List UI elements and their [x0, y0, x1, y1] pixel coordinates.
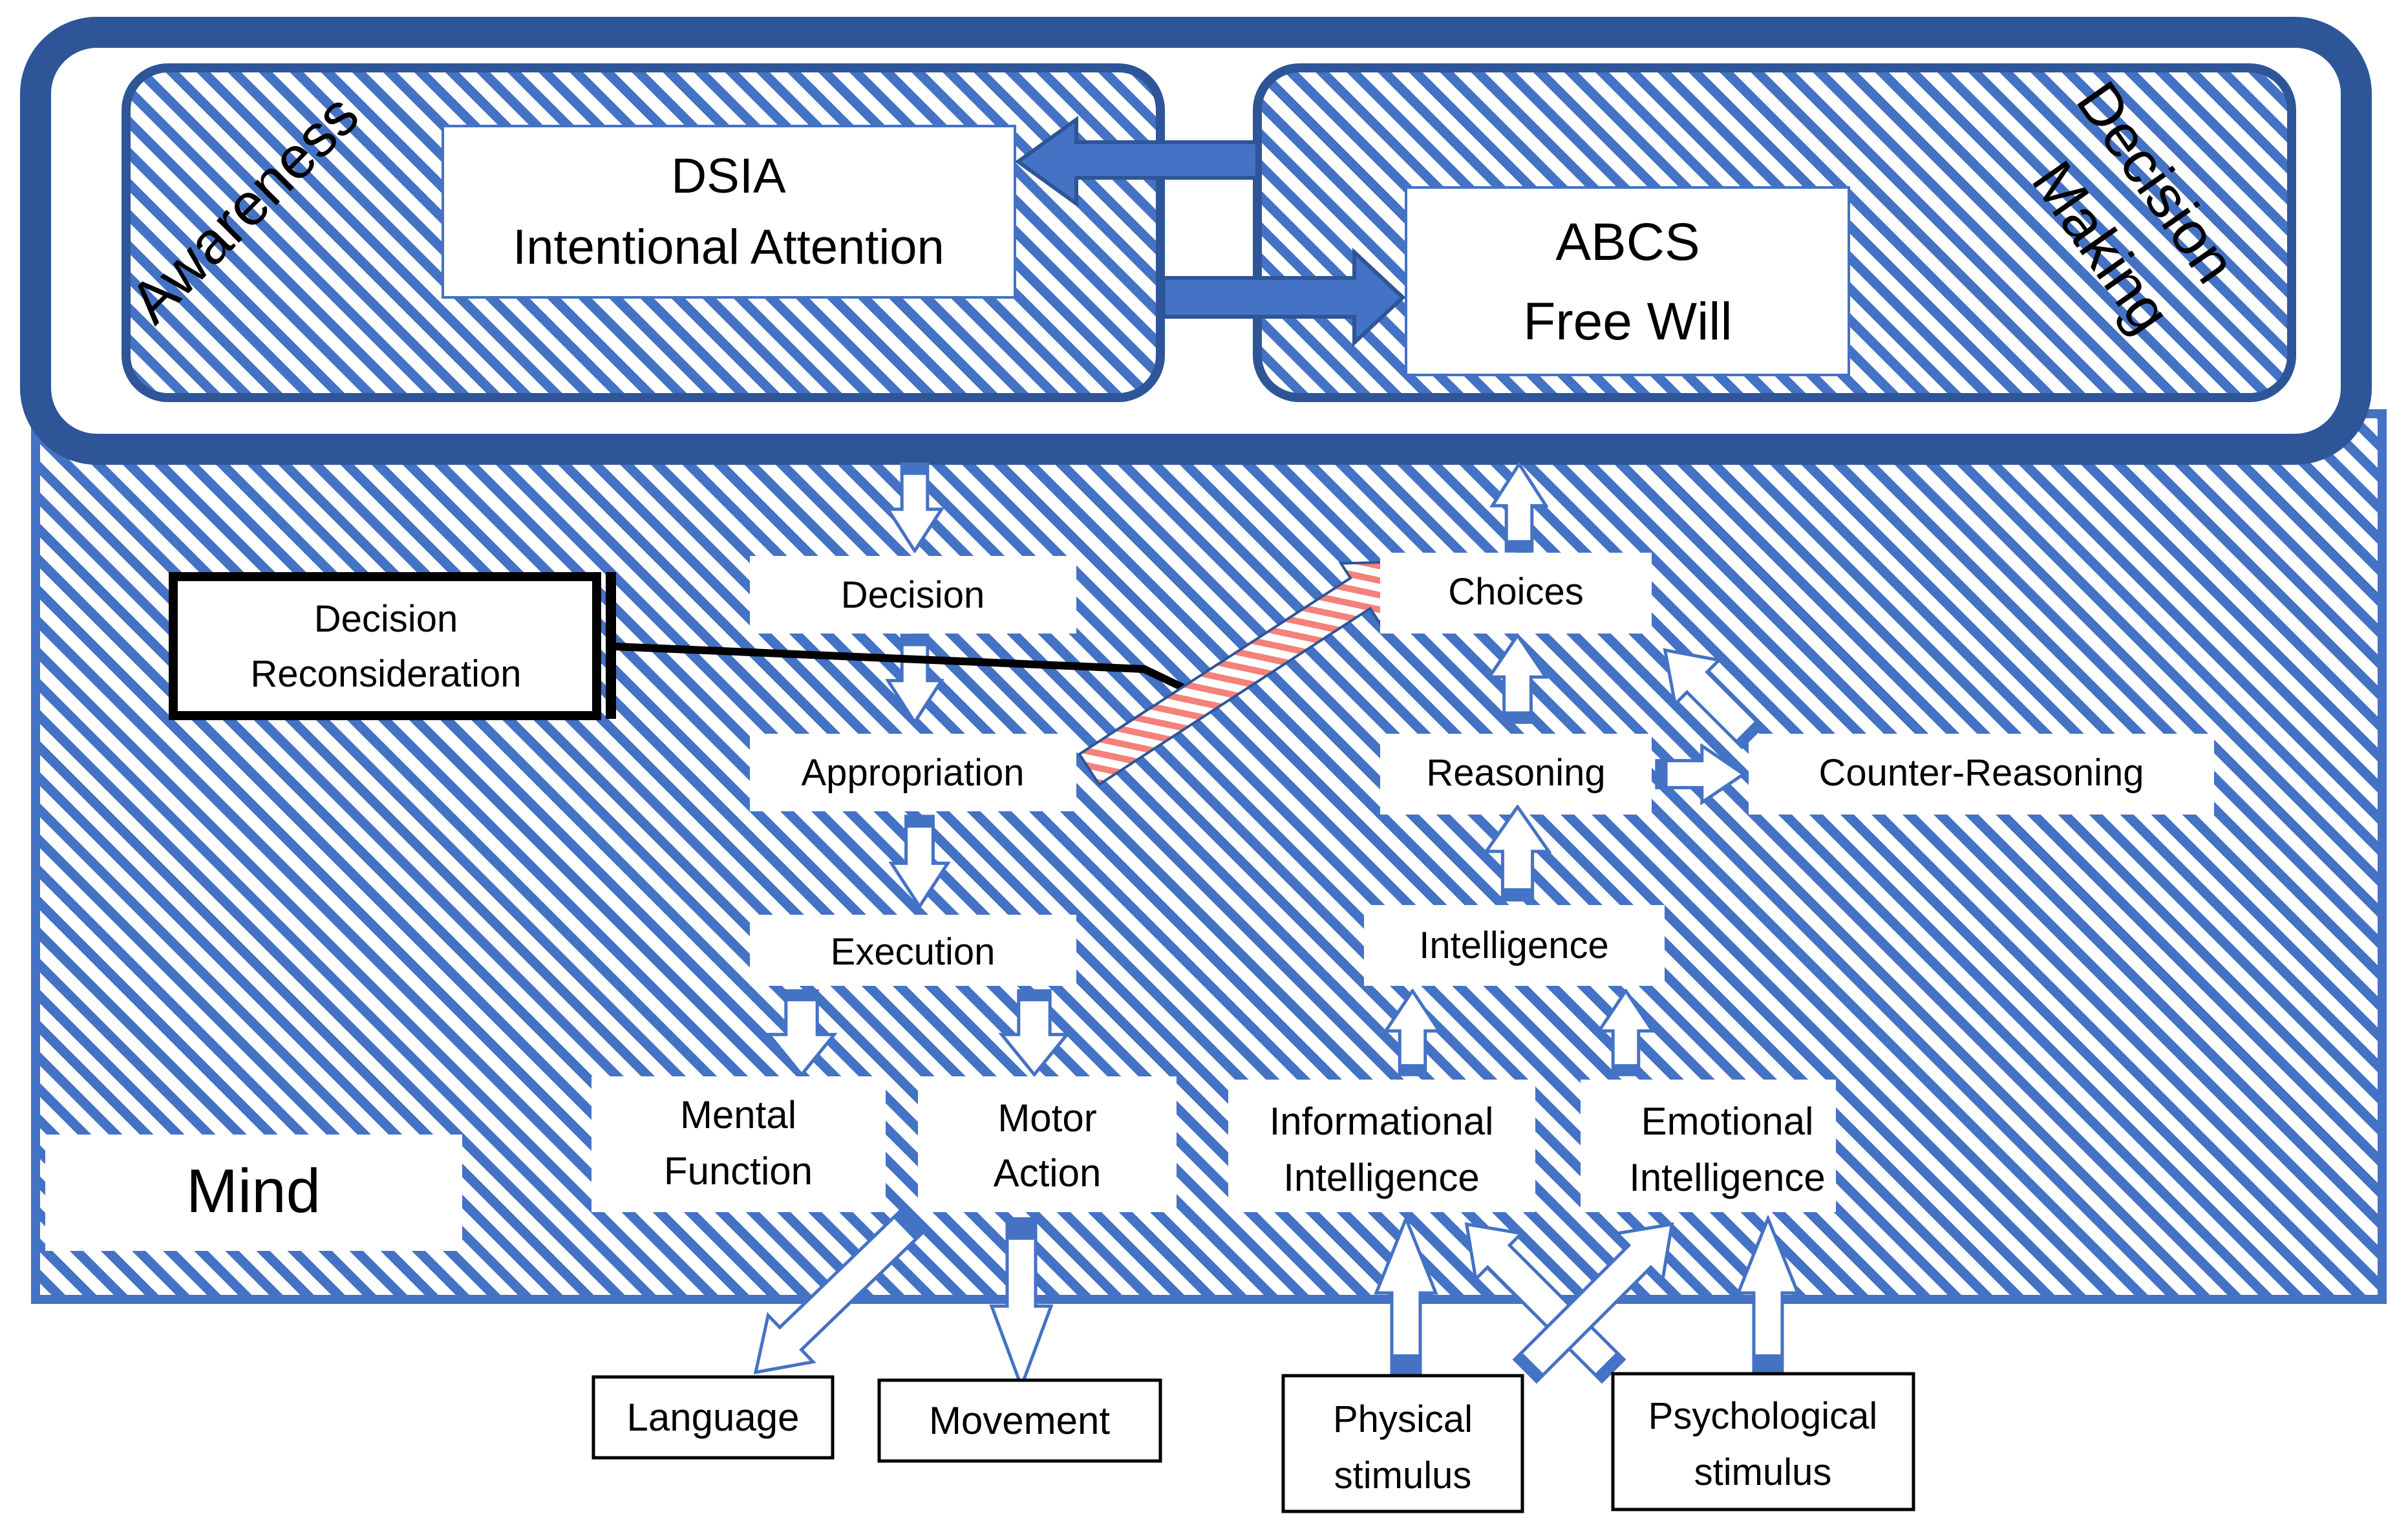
mind-label-box: [45, 1135, 462, 1251]
mental-function-line2: Function: [664, 1149, 813, 1193]
motor-action-box: [918, 1076, 1177, 1212]
psychological-line2: stimulus: [1694, 1451, 1832, 1493]
arrow-physical-to-emotional: [1512, 1222, 1674, 1384]
execution-box: [750, 915, 1076, 986]
decision-box: [750, 556, 1076, 634]
execution-label: Execution: [831, 931, 996, 973]
decision-label: Decision: [841, 574, 985, 616]
movement-box: [877, 1378, 1162, 1463]
abcs-box: [1405, 186, 1850, 376]
arrow-mental-to-language: [753, 1208, 925, 1374]
reasoning-label: Reasoning: [1426, 752, 1605, 794]
language-box: [591, 1375, 835, 1460]
counter-reasoning-label: Counter-Reasoning: [1819, 752, 2144, 794]
counter-reasoning-box: [1749, 734, 2214, 815]
reasoning-box: [1380, 734, 1652, 815]
language-label: Language: [627, 1396, 800, 1439]
intelligence-box: [1364, 905, 1665, 986]
informational-line2: Intelligence: [1283, 1156, 1480, 1199]
motor-action-line1: Motor: [997, 1096, 1096, 1140]
mental-function-line1: Mental: [680, 1093, 796, 1136]
intelligence-label: Intelligence: [1419, 924, 1608, 966]
reconsideration-box: [169, 572, 601, 720]
choices-label: Choices: [1448, 571, 1584, 613]
arrow-abcs-to-dsia: [1014, 116, 1259, 208]
reconsideration-line1: Decision: [314, 598, 458, 640]
informational-box: [1228, 1080, 1535, 1212]
dsia-subtitle: Intentional Attention: [513, 220, 944, 275]
abcs-title: ABCS: [1555, 213, 1699, 272]
reconsideration-line2: Reconsideration: [250, 653, 521, 695]
psychological-line1: Psychological: [1648, 1395, 1878, 1437]
psychological-stimulus-box: [1611, 1372, 1915, 1511]
mental-function-box: [591, 1076, 886, 1212]
mind-label: Mind: [186, 1157, 321, 1226]
physical-stimulus-box: [1281, 1374, 1524, 1513]
motor-action-line2: Action: [994, 1151, 1102, 1195]
appropriation-label: Appropriation: [802, 752, 1025, 794]
arrow-counter-to-choices: [1663, 648, 1765, 750]
dsia-box: [442, 125, 1016, 299]
informational-line1: Informational: [1270, 1100, 1494, 1143]
emotional-box: [1581, 1080, 1836, 1212]
dsia-title: DSIA: [671, 149, 786, 204]
physical-line1: Physical: [1333, 1398, 1473, 1440]
arrow-psychological-to-informational: [1464, 1222, 1626, 1384]
movement-label: Movement: [929, 1399, 1110, 1442]
emotional-line1: Emotional: [1641, 1100, 1814, 1143]
appropriation-box: [750, 734, 1076, 811]
emotional-line2: Intelligence: [1629, 1156, 1826, 1199]
arrow-dsia-to-abcs: [1162, 248, 1406, 347]
choices-box: [1380, 553, 1652, 634]
abcs-subtitle: Free Will: [1523, 292, 1732, 351]
physical-line2: stimulus: [1334, 1455, 1472, 1497]
